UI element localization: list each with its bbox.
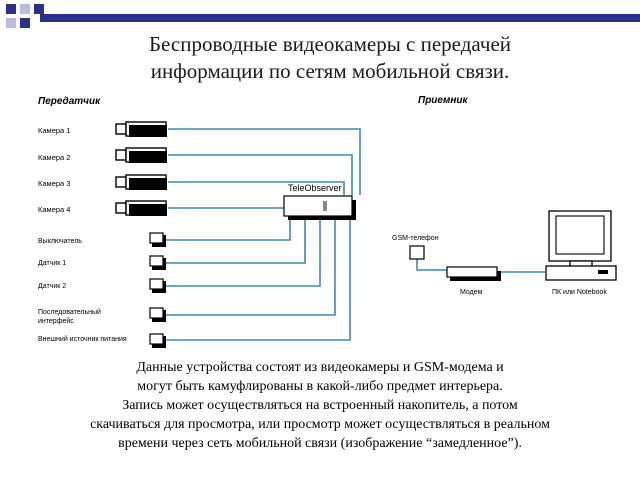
- caption-line: Запись может осуществляться на встроенны…: [122, 398, 518, 413]
- caption-line: скачиваться для просмотра, или просмотр …: [90, 417, 550, 432]
- phone-icon: [409, 245, 425, 260]
- sensor-label: Датчик 1: [38, 260, 66, 267]
- caption-line: могут быть камуфлированы в какой-либо пр…: [137, 379, 503, 394]
- sensor-device-icon: [149, 307, 166, 322]
- modem-label: Модем: [460, 289, 483, 296]
- camera-label: Камера 4: [38, 205, 70, 214]
- receiver-connections: [416, 258, 545, 273]
- sensor-label: Внешний источник питания: [38, 335, 127, 343]
- modem-icon: [446, 266, 501, 281]
- camera-label: Камера 2: [38, 153, 70, 162]
- sensor-device-icon: [149, 333, 166, 348]
- computer-icon: [545, 210, 617, 281]
- camera-icon: [115, 147, 167, 163]
- transmitter-heading: Передатчик: [38, 96, 101, 107]
- decorative-header-bar: [40, 14, 640, 22]
- slide-title-line: информации по сетям мобильной связи.: [150, 59, 510, 83]
- sensor-device-icon: [149, 255, 166, 270]
- gsm-phone-label: GSM-телефон: [392, 235, 439, 242]
- slide-title: Беспроводные видеокамеры с передачей инф…: [60, 31, 600, 85]
- sensor-device-icon: [149, 278, 166, 293]
- sensor-device-icon: [149, 232, 166, 247]
- receiver-heading: Приемник: [418, 95, 469, 106]
- camera-icon: [115, 200, 167, 216]
- camera-label: Камера 3: [38, 179, 70, 188]
- pc-label: ПК или Notebook: [552, 289, 607, 296]
- caption-line: времени через сеть мобильной связи (изоб…: [118, 436, 522, 451]
- camera-label: Камера 1: [38, 126, 70, 135]
- camera-icon: [115, 174, 167, 190]
- slide-caption: Данные устройства состоят из видеокамеры…: [40, 358, 600, 453]
- hub-device-icon: [283, 195, 356, 220]
- sensor-label: Последовательный: [38, 308, 101, 316]
- sensor-label: Датчик 2: [38, 283, 66, 290]
- slide-title-line: Беспроводные видеокамеры с передачей: [148, 32, 512, 56]
- camera-icon: [115, 121, 167, 137]
- caption-line: Данные устройства состоят из видеокамеры…: [136, 360, 504, 375]
- sensor-label: интерфейс: [38, 317, 74, 325]
- decorative-squares: [0, 0, 140, 36]
- transmitter-connections: [166, 128, 361, 341]
- sensor-label: Выключатель: [38, 238, 82, 245]
- hub-label: TeleObserver: [288, 183, 342, 193]
